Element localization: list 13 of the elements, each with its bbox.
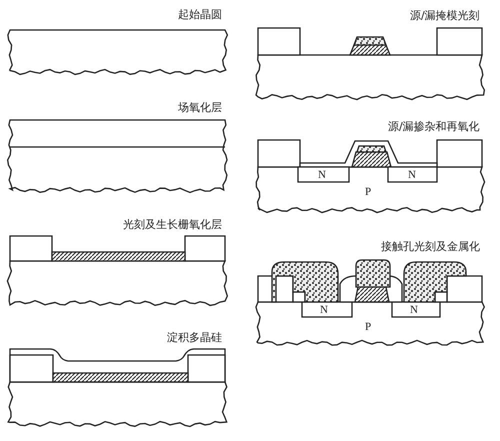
step-label: 接触孔光刻及金属化 [381, 240, 480, 253]
step-label: 场氧化层 [178, 101, 222, 114]
step-label: 源/漏掩模光刻 [410, 9, 480, 22]
step-label: 淀积多晶硅 [167, 331, 222, 344]
step-label: 起始晶圆 [178, 8, 222, 21]
doping-region-label: N [318, 169, 326, 181]
doping-region-label: N [410, 304, 418, 316]
doping-region-label: P [365, 321, 372, 333]
doping-region-label: P [365, 186, 372, 198]
step-label: 源/漏掺杂和再氧化 [388, 120, 480, 133]
doping-region-label: N [408, 169, 416, 181]
step-label: 光刻及生长栅氧化层 [123, 218, 222, 231]
doping-region-label: N [320, 304, 328, 316]
